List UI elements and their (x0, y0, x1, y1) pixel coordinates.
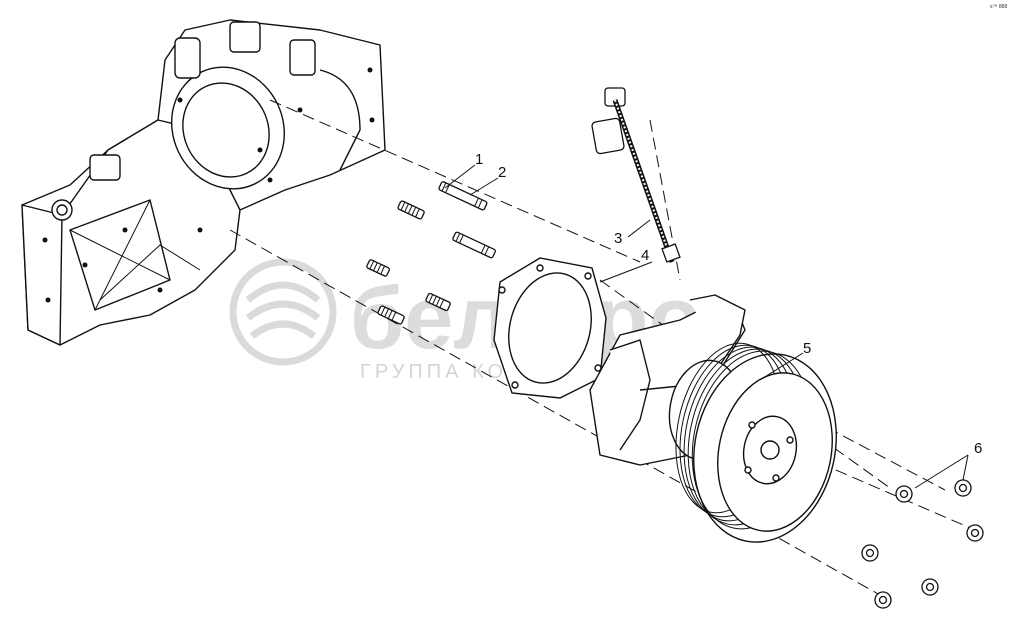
callout-5: 5 (803, 340, 811, 357)
corner-mark: s™ 888 (990, 4, 1007, 10)
callout-2: 2 (498, 164, 506, 181)
nut (921, 578, 939, 596)
leader-lines (444, 164, 969, 489)
long-bolt (591, 87, 681, 263)
callout-6: 6 (974, 440, 982, 457)
nut-parts (861, 479, 984, 609)
callout-4: 4 (641, 247, 649, 264)
nut (966, 524, 984, 542)
stud-parts (366, 181, 496, 325)
stud (377, 305, 405, 325)
gasket (493, 257, 607, 399)
nut (874, 591, 892, 609)
stud (425, 292, 451, 312)
callout-1: 1 (475, 151, 483, 168)
nut (861, 544, 879, 562)
nut (895, 485, 913, 503)
pulley (675, 342, 837, 543)
engine-front-cover (21, 19, 386, 346)
water-pump (589, 294, 837, 543)
stud (438, 181, 488, 211)
watermark-logo (229, 258, 337, 366)
nut (954, 479, 972, 497)
stud (397, 200, 425, 220)
stud (366, 259, 390, 277)
stud (452, 231, 496, 259)
callout-3: 3 (614, 230, 622, 247)
